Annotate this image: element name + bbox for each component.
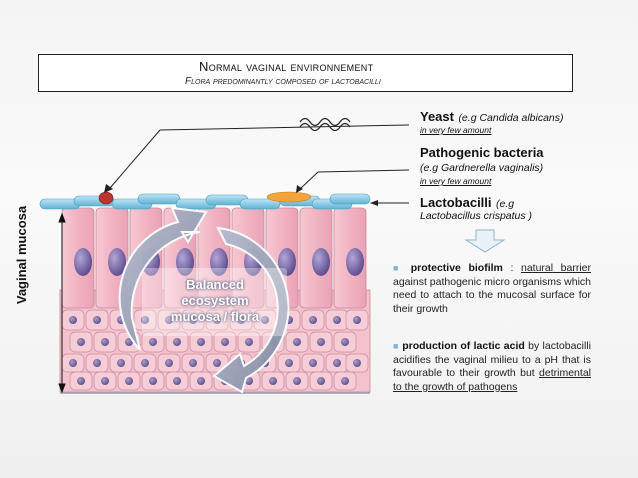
- mucosa-axis: [58, 212, 66, 394]
- bullet-biofilm-text: against pathogenic micro organisms which…: [393, 275, 591, 315]
- mucosa-axis-label: Vaginal mucosa: [14, 205, 29, 305]
- ecosystem-label: Balanced ecosystem mucosa / flora: [160, 277, 270, 325]
- down-arrow-icon: [464, 229, 506, 253]
- yeast-cell: [98, 191, 114, 205]
- bullet-icon-2: ■: [393, 341, 399, 351]
- pathogen-example: (e.g Gardnerella vaginalis): [420, 162, 544, 174]
- basal-cells: [61, 309, 369, 391]
- bullet-biofilm-colon: :: [502, 262, 521, 274]
- yeast-label: Yeast (e.g Candida albicans): [420, 108, 564, 126]
- bullet-biofilm: ■ protective biofilm : natural barrier a…: [393, 262, 591, 316]
- center-glow: [142, 268, 287, 336]
- pointer-lines: [109, 124, 410, 204]
- basal-nuclei: [69, 316, 361, 385]
- page-title: Normal vaginal environnement: [199, 59, 374, 74]
- bullet-lactic: ■ production of lactic acid by lactobaci…: [393, 340, 591, 394]
- bullet-lactic-title: production of lactic acid: [402, 340, 525, 352]
- lacto-title: Lactobacilli: [420, 195, 492, 210]
- ecosystem-line-1: Balanced: [186, 277, 244, 292]
- bullet-lactic-text: by lactobacilli acidifies the vaginal mi…: [393, 340, 591, 379]
- title-box: Normal vaginal environnement Flora predo…: [38, 54, 573, 92]
- pathogen-cell: [266, 191, 312, 203]
- pathogen-note: in very few amount: [420, 176, 492, 186]
- lactobacilli-biofilm: [39, 193, 371, 210]
- strand-icon: [299, 117, 351, 127]
- yeast-example: (e.g Candida albicans): [458, 112, 564, 124]
- page-subtitle: Flora predominantly composed of lactobac…: [185, 76, 381, 87]
- bullet-biofilm-title: protective biofilm: [410, 262, 503, 274]
- bullet-biofilm-underline: natural barrier: [520, 262, 592, 274]
- yeast-note: in very few amount: [420, 125, 492, 135]
- cycle-arrows: [118, 206, 290, 394]
- strand-icon-2: [299, 122, 351, 132]
- lacto-label: Lactobacilli (e.g: [420, 194, 514, 212]
- ecosystem-line-2: ecosystem: [181, 293, 249, 308]
- bullet-icon: ■: [393, 263, 404, 273]
- ecosystem-line-3: mucosa / flora: [170, 309, 260, 324]
- lacto-example-b: Lactobacillus crispatus ): [420, 210, 533, 222]
- yeast-title: Yeast: [420, 109, 454, 124]
- lacto-example-a: (e.g: [495, 198, 515, 210]
- bullet-lactic-underline: detrimental to the growth of pathogens: [393, 367, 591, 393]
- pointer-arrowheads: [104, 184, 378, 206]
- pathogen-title: Pathogenic bacteria: [420, 145, 544, 160]
